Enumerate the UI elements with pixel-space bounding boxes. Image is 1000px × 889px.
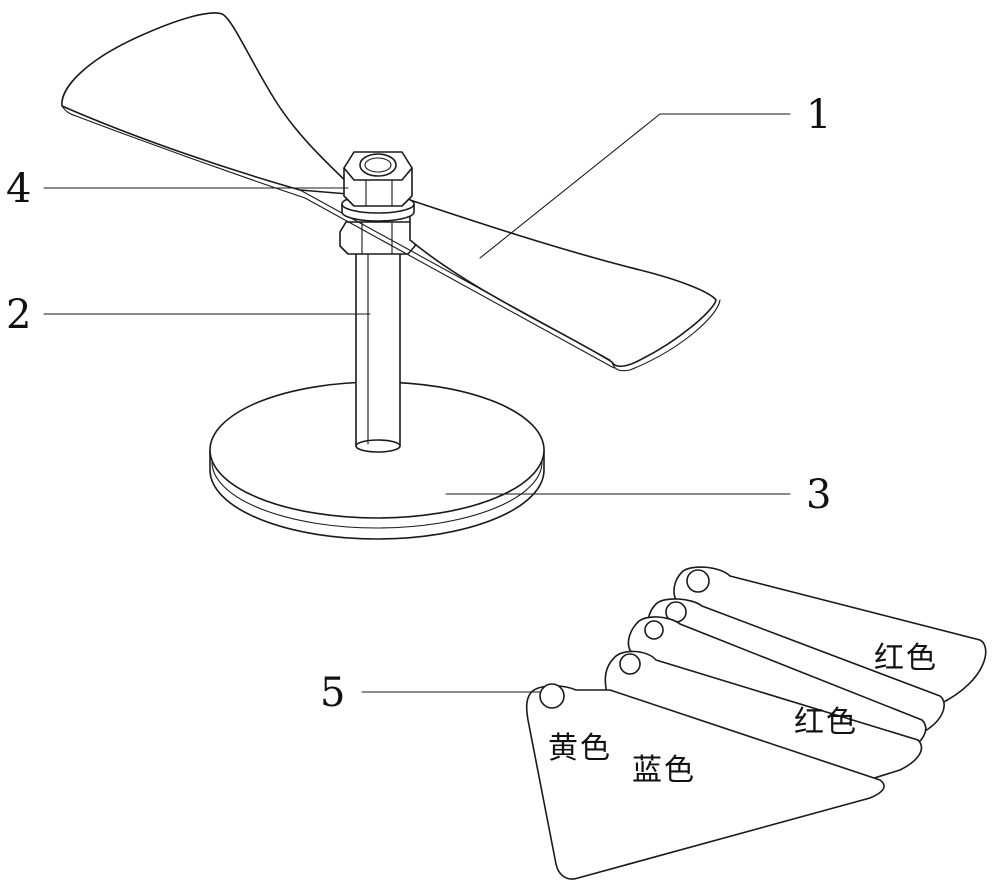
- card-red-top-text: 红色: [874, 641, 938, 676]
- label-2: 2: [6, 292, 31, 338]
- label-4: 4: [6, 166, 31, 212]
- label-5: 5: [320, 670, 345, 716]
- color-cards: [525, 566, 987, 880]
- card-yellow-text: 黄色: [548, 731, 612, 766]
- top-nut: [343, 151, 413, 207]
- label-3: 3: [806, 472, 831, 518]
- propeller-blade: [61, 12, 721, 372]
- leader-lines: [43, 113, 791, 693]
- card-blue-text: 蓝色: [632, 753, 696, 788]
- card-red-middle-text: 红色: [794, 705, 858, 740]
- label-1: 1: [806, 92, 831, 138]
- shaft: [355, 247, 401, 453]
